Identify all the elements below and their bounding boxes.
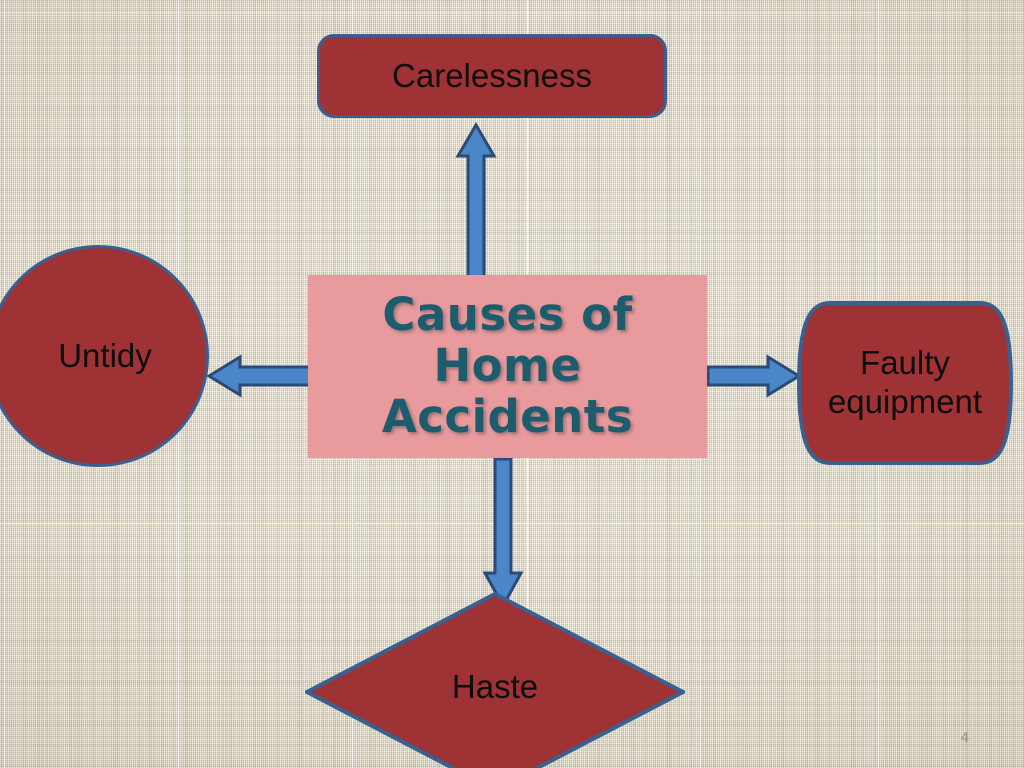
slide-number: 4 <box>960 729 969 746</box>
node-haste-label: Haste <box>451 667 539 705</box>
node-carelessness[interactable]: Carelessness <box>317 34 667 118</box>
center-title-label: Causes of Home Accidents <box>381 288 634 443</box>
node-untidy-label: Untidy <box>58 336 152 374</box>
faulty-equipment-shape <box>796 301 1014 465</box>
node-faulty-equipment[interactable]: Faulty equipment <box>796 300 1014 466</box>
guide-line-horizontal-2 <box>0 12 1024 13</box>
arrow-down-to-haste <box>482 457 524 609</box>
node-carelessness-label: Carelessness <box>392 56 592 94</box>
node-faulty-equipment-label: Faulty equipment <box>827 344 983 420</box>
node-untidy[interactable]: Untidy <box>0 245 209 467</box>
haste-shape <box>305 592 685 768</box>
arrow-left-to-untidy <box>206 354 316 398</box>
arrow-up-to-carelessness <box>455 122 497 280</box>
node-center-causes-of-home-accidents[interactable]: Causes of Home Accidents <box>308 275 707 458</box>
arrow-right-to-faulty-equipment <box>706 354 802 398</box>
node-haste[interactable]: Haste <box>305 592 685 768</box>
